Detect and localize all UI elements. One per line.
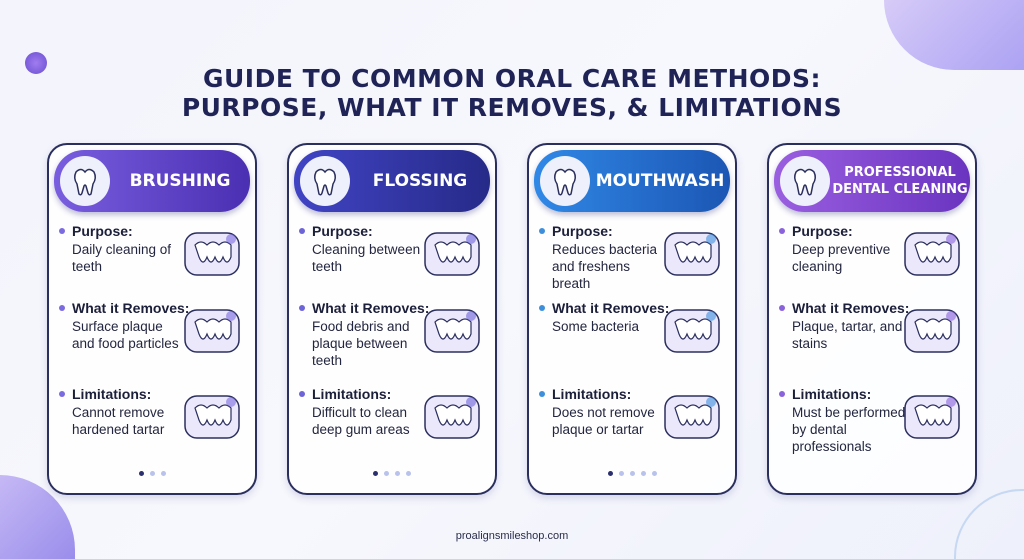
pagination-dot [618, 471, 624, 476]
section-label: Purpose: [59, 223, 249, 239]
section-purpose: Purpose: Deep preventive cleaning [779, 223, 969, 275]
pagination-dot [640, 471, 646, 476]
card-title: PROFESSIONAL DENTAL CLEANING [832, 165, 968, 197]
section-label: Purpose: [299, 223, 489, 239]
card-mouthwash: MOUTHWASH Purpose: Reduces bacteria and … [527, 143, 737, 495]
pagination-dot [629, 471, 635, 476]
card-flossing: FLOSSING Purpose: Cleaning between teeth… [287, 143, 497, 495]
section-text: Must be performed by dental professional… [792, 405, 906, 454]
section-label: What it Removes: [299, 300, 489, 316]
section-text: Reduces bacteria and freshens breath [552, 242, 658, 291]
smile-sparkle-icon [899, 302, 965, 360]
section-removes: What it Removes: Food debris and plaque … [299, 300, 489, 369]
section-label: Limitations: [779, 386, 969, 402]
section-removes: What it Removes: Plaque, tartar, and sta… [779, 300, 969, 352]
decor-blob [25, 52, 47, 74]
section-purpose: Purpose: Cleaning between teeth [299, 223, 489, 275]
gum-teeth-icon [419, 388, 485, 446]
section-limitations: Limitations: Must be performed by dental… [779, 386, 969, 455]
pagination-dot [406, 471, 411, 476]
pagination-dot [138, 471, 144, 476]
section-text: Does not remove plaque or tartar [552, 405, 655, 437]
section-removes: What it Removes: Some bacteria [539, 300, 729, 335]
debris-teeth-icon [419, 302, 485, 360]
pagination-dot [607, 471, 613, 476]
section-text: Deep preventive cleaning [792, 242, 891, 274]
mouthwash-bottle-icon [540, 156, 590, 206]
pagination-dot [373, 471, 378, 476]
section-label: Limitations: [539, 386, 729, 402]
card-header: FLOSSING [294, 150, 490, 212]
dentist-patient-icon [899, 388, 965, 446]
section-limitations: Limitations: Cannot remove hardened tart… [59, 386, 249, 438]
tooth-dental-tool-icon [780, 156, 830, 206]
card-header: BRUSHING [54, 150, 250, 212]
pagination-dots [49, 463, 255, 481]
pagination-dots [289, 463, 495, 481]
pagination-dot [384, 471, 389, 476]
section-text: Some bacteria [552, 319, 640, 334]
brushing-mouth-icon [179, 225, 245, 283]
decor-blob [884, 0, 1024, 70]
section-label: Limitations: [299, 386, 489, 402]
card-header: PROFESSIONAL DENTAL CLEANING [774, 150, 970, 212]
section-purpose: Purpose: Reduces bacteria and freshens b… [539, 223, 729, 292]
foam-bubbles-icon [179, 302, 245, 360]
section-label: Purpose: [779, 223, 969, 239]
section-purpose: Purpose: Daily cleaning of teeth [59, 223, 249, 275]
section-label: What it Removes: [539, 300, 729, 316]
pagination-dot [395, 471, 400, 476]
mouthwash-glass-icon [659, 225, 725, 283]
section-removes: What it Removes: Surface plaque and food… [59, 300, 249, 352]
section-text: Food debris and plaque between teeth [312, 319, 410, 368]
footer-website: proalignsmileshop.com [455, 530, 569, 542]
card-title: FLOSSING [372, 170, 468, 191]
card-professional-dental-cleaning: PROFESSIONAL DENTAL CLEANING Purpose: De… [767, 143, 977, 495]
section-text: Daily cleaning of teeth [72, 242, 172, 274]
floss-dispenser-icon [300, 156, 350, 206]
breath-face-icon [659, 388, 725, 446]
card-title: BRUSHING [129, 170, 231, 191]
card-brushing: BRUSHING Purpose: Daily cleaning of teet… [47, 143, 257, 495]
section-label: Limitations: [59, 386, 249, 402]
card-title: MOUTHWASH [595, 170, 725, 191]
teeth-gums-icon [419, 225, 485, 283]
section-limitations: Limitations: Does not remove plaque or t… [539, 386, 729, 438]
no-tartar-icon [179, 388, 245, 446]
section-text: Difficult to clean deep gum areas [312, 405, 410, 437]
pagination-dot [160, 471, 166, 476]
decor-blob [954, 489, 1024, 559]
title-line-2: PURPOSE, WHAT IT REMOVES, & LIMITATIONS [181, 93, 843, 122]
pagination-dot [651, 471, 657, 476]
section-limitations: Limitations: Difficult to clean deep gum… [299, 386, 489, 438]
title-line-1: GUIDE TO COMMON ORAL CARE METHODS: [202, 64, 822, 93]
section-text: Plaque, tartar, and stains [792, 319, 903, 351]
pagination-dot [149, 471, 155, 476]
pagination-dots [529, 463, 735, 481]
toothbrush-tooth-icon [60, 156, 110, 206]
section-label: What it Removes: [779, 300, 969, 316]
section-text: Surface plaque and food particles [72, 319, 179, 351]
page-title: GUIDE TO COMMON ORAL CARE METHODS: PURPO… [0, 64, 1024, 122]
section-text: Cannot remove hardened tartar [72, 405, 165, 437]
no-bacteria-icon [659, 302, 725, 360]
section-text: Cleaning between teeth [312, 242, 421, 274]
section-label: What it Removes: [59, 300, 249, 316]
section-label: Purpose: [539, 223, 729, 239]
card-header: MOUTHWASH [534, 150, 730, 212]
dental-chair-icon [899, 225, 965, 283]
